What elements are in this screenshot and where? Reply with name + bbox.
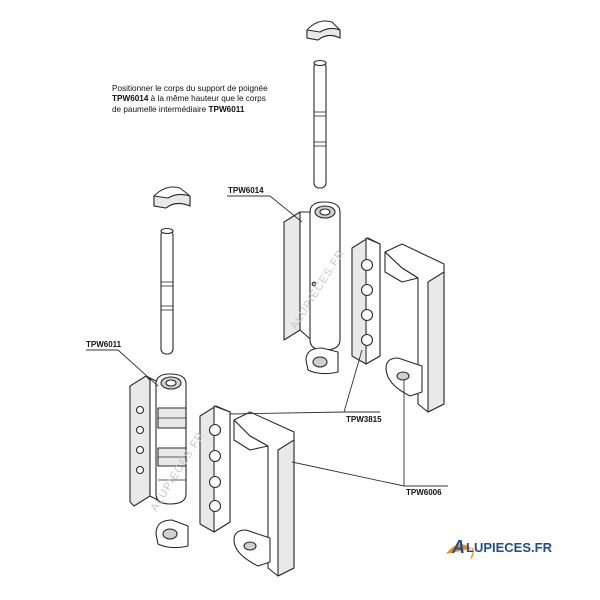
logo-text: LUPIECES.FR xyxy=(466,540,553,555)
note-text-2: à la même hauteur que le corps de paumel… xyxy=(112,94,266,114)
lower-washer-clip xyxy=(155,519,189,549)
logo-initial: A xyxy=(451,537,465,557)
intermediate-hinge-body xyxy=(129,373,187,507)
leader-lines xyxy=(86,195,448,487)
lower-spacer-plate xyxy=(199,405,231,533)
top-washer-clip xyxy=(305,347,339,375)
note-text-1: Positionner le corps du support de poign… xyxy=(112,84,268,93)
upper-spacer-plate xyxy=(351,237,381,365)
top-end-cap xyxy=(306,20,341,41)
brand-logo: A LUPIECES.FR xyxy=(446,537,553,560)
upper-handle-frame xyxy=(384,243,445,413)
lower-end-cap xyxy=(153,186,191,209)
installation-note: Positionner le corps du support de poign… xyxy=(112,84,272,115)
lower-hinge-pin xyxy=(160,227,174,355)
label-tpw6006: TPW6006 xyxy=(406,488,442,497)
lower-handle-frame xyxy=(233,411,295,577)
label-tpw6014: TPW6014 xyxy=(228,186,264,195)
top-hinge-pin xyxy=(313,59,327,189)
logo-swoosh xyxy=(446,544,474,560)
note-ref-tpw6011: TPW6011 xyxy=(208,104,245,114)
label-tpw6011: TPW6011 xyxy=(86,340,122,349)
note-ref-tpw6014: TPW6014 xyxy=(112,94,149,104)
label-tpw3815: TPW3815 xyxy=(346,415,382,424)
